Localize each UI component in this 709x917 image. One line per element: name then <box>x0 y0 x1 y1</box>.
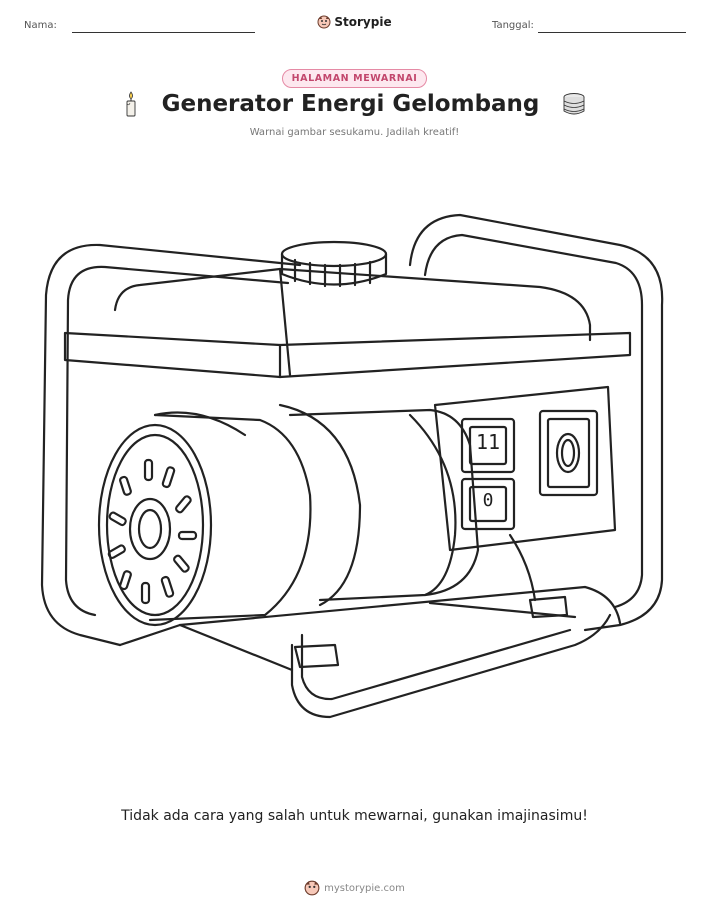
brand-header: Storypie <box>0 14 709 33</box>
website-footer: mystorypie.com <box>0 880 709 900</box>
page-title: Generator Energi Gelombang <box>161 91 540 117</box>
website-url[interactable]: mystorypie.com <box>324 882 405 894</box>
name-label: Nama: <box>24 20 57 31</box>
encouragement-message: Tidak ada cara yang salah untuk mewarnai… <box>121 808 588 824</box>
date-line[interactable] <box>538 32 686 33</box>
generator-illustration <box>40 213 664 719</box>
page-subtitle: Warnai gambar sesukamu. Jadilah kreatif! <box>249 127 460 138</box>
candle-icon <box>126 91 136 117</box>
date-label: Tanggal: <box>492 20 534 31</box>
coin-stack-icon <box>563 93 585 115</box>
display-bottom-value: 0 <box>482 490 494 511</box>
brand-name: Storypie <box>334 15 392 29</box>
title-row: Generator Energi Gelombang <box>0 90 709 118</box>
display-top-value: 11 <box>475 430 501 454</box>
storypie-logo-icon <box>317 15 331 29</box>
name-line[interactable] <box>72 32 255 33</box>
coloring-page-badge: HALAMAN MEWARNAI <box>281 69 428 88</box>
storypie-logo-small-icon <box>304 880 320 896</box>
